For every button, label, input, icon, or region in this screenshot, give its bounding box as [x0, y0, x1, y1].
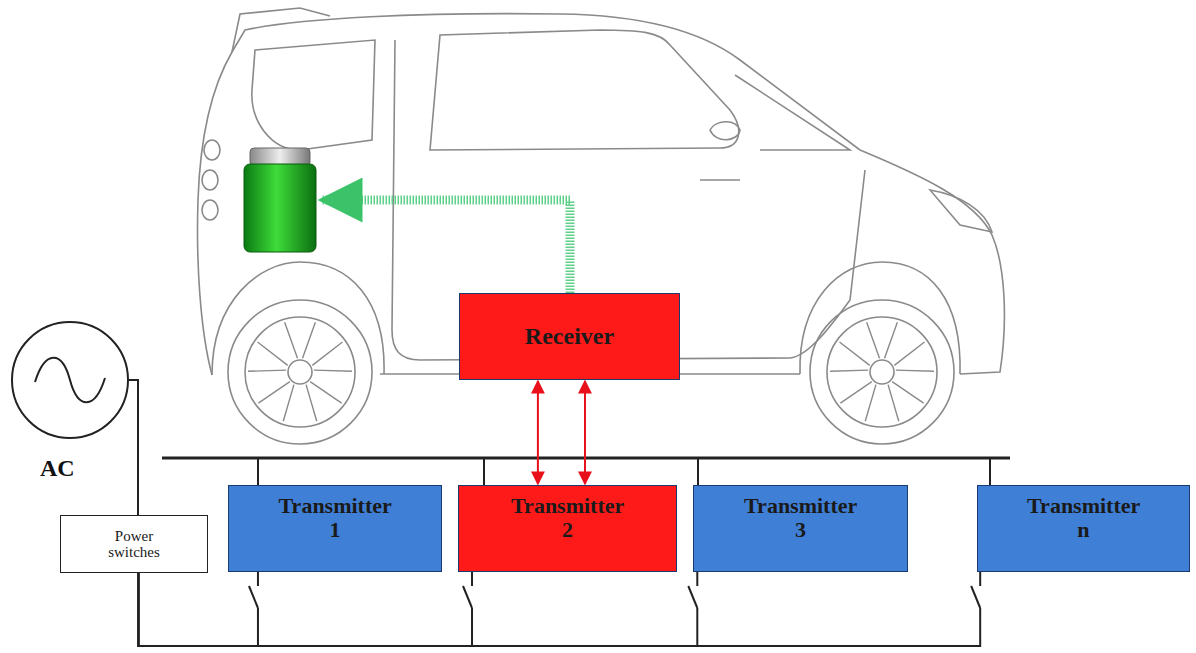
source-label: AC: [40, 455, 75, 482]
bus-wire: [162, 457, 1010, 460]
transmitter-box: Transmitter 3: [693, 485, 908, 572]
power-switch-box: Power switches: [60, 515, 208, 573]
transmitter-box: Transmitter n: [977, 485, 1190, 572]
receiver-box: Receiver: [459, 293, 680, 380]
switch-symbol: [463, 586, 475, 608]
supply-wire: [128, 380, 138, 515]
switch-symbol: [688, 586, 700, 608]
ac-source-symbol: [12, 322, 128, 438]
box-text: Transmitter n: [1027, 494, 1140, 542]
box-text: Transmitter 1: [279, 494, 392, 542]
battery-icon: [244, 148, 316, 252]
switch-wire: [138, 572, 258, 646]
box-text: Power switches: [108, 528, 160, 561]
box-text: Receiver: [525, 323, 614, 349]
transmitter-box: Transmitter 2: [458, 485, 677, 572]
switch-wire: [138, 572, 697, 646]
switch-wire: [138, 572, 472, 646]
switch-wire: [138, 572, 980, 646]
switch-symbol: [971, 586, 983, 608]
power-flow-arrow: [322, 200, 570, 293]
transmitter-box: Transmitter 1: [228, 485, 442, 572]
switch-symbol: [249, 586, 261, 608]
power-transfer-arrow: [584, 381, 586, 484]
bus-tap: [258, 458, 990, 485]
power-transfer-arrow: [537, 381, 539, 484]
box-text: Transmitter 3: [744, 494, 857, 542]
box-text: Transmitter 2: [511, 494, 624, 542]
